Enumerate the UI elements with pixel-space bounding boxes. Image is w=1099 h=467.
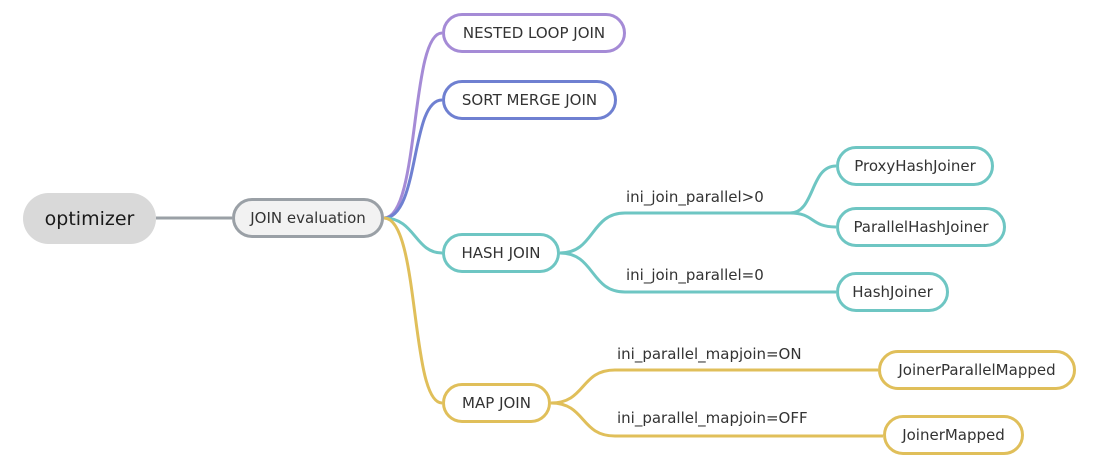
connector-hash-parallel	[559, 211, 790, 255]
connector-map-off	[550, 401, 883, 438]
hash-joiner-node[interactable]: HashJoiner	[836, 272, 949, 312]
connector-hub-nested-loop	[383, 31, 443, 220]
connector-parallel-proxy	[789, 164, 837, 215]
joiner-parallel-mapped-node[interactable]: JoinerParallelMapped	[878, 350, 1076, 390]
root-node[interactable]: optimizer	[23, 193, 156, 244]
connector-hub-map	[383, 216, 443, 405]
hash-join-node[interactable]: HASH JOIN	[442, 233, 560, 273]
map-join-node[interactable]: MAP JOIN	[442, 383, 551, 423]
nested-loop-join-node[interactable]: NESTED LOOP JOIN	[442, 13, 626, 53]
hub-node[interactable]: JOIN evaluation	[232, 198, 384, 238]
connector-hub-sort-merge	[383, 98, 443, 220]
connector-hub-hash	[383, 216, 443, 255]
joiner-mapped-node[interactable]: JoinerMapped	[883, 415, 1024, 455]
proxy-hash-joiner-node[interactable]: ProxyHashJoiner	[836, 146, 994, 186]
sort-merge-join-node[interactable]: SORT MERGE JOIN	[442, 80, 617, 120]
connector-parallel-parallelhash	[789, 211, 837, 229]
hash-serial-condition-label: ini_join_parallel=0	[626, 266, 764, 284]
map-on-condition-label: ini_parallel_mapjoin=ON	[617, 345, 802, 363]
connector-map-on	[550, 368, 878, 405]
parallel-hash-joiner-node[interactable]: ParallelHashJoiner	[836, 207, 1006, 247]
connector-hash-serial	[559, 251, 836, 294]
hash-parallel-condition-label: ini_join_parallel>0	[626, 188, 764, 206]
map-off-condition-label: ini_parallel_mapjoin=OFF	[617, 409, 808, 427]
